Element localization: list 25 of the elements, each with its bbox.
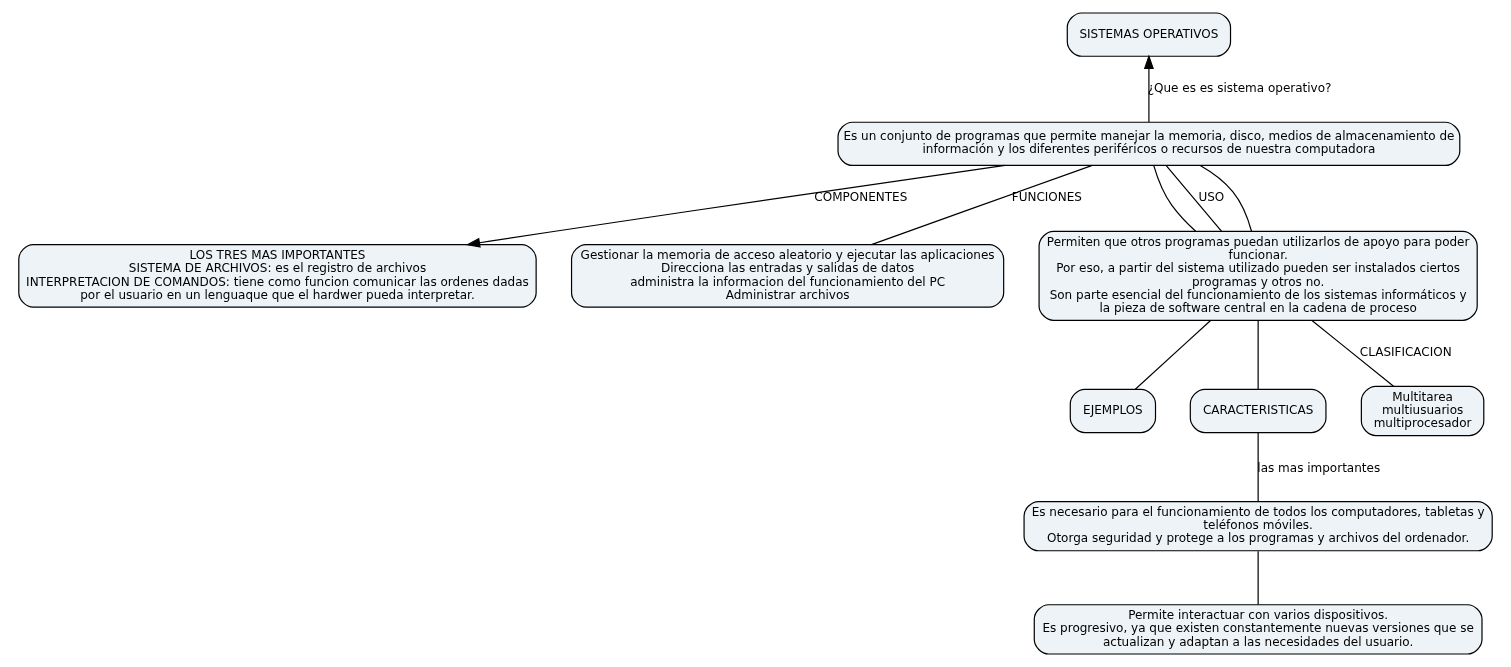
connector — [1257, 319, 1259, 390]
edge-label: USO — [1198, 190, 1225, 205]
connector — [1153, 165, 1197, 232]
connector — [1134, 319, 1212, 390]
node-box: Permiten que otros programas puedan utilizarlos de apoyo para poder funcionar. Por eso, a partir del sistema utilizado pueden ser instalados ciertos programas y otros no. Son parte esencial del funcionamiento de los sistemas informáticos y la pieza de software central en la cadena de proceso — [1038, 230, 1478, 321]
node-box: LOS TRES MAS IMPORTANTES SISTEMA DE ARCHIVOS: es el registro de archivos INTERPRETACION DE COMANDOS: tiene como funcion comunicar las ordenes dadas por el usuario en un lenguaque que el hardwer pueda interpretar. — [18, 244, 537, 308]
node-box: EJEMPLOS — [1069, 388, 1157, 434]
connector — [1199, 164, 1253, 232]
connector — [1257, 550, 1259, 606]
arrow — [465, 164, 1006, 248]
connector — [1311, 319, 1395, 387]
edge-label: FUNCIONES — [1011, 190, 1082, 205]
node-box: Gestionar la memoria de acceso aleatorio y ejecutar las aplicaciones Direcciona las entradas y salidas de datos administra la informacion del funcionamiento del PC Administrar archivos — [570, 244, 1005, 308]
connector — [1257, 432, 1259, 502]
edge-label: COMPONENTES — [814, 190, 908, 205]
edge-label: CLASIFICACION — [1359, 345, 1452, 360]
node-box: Es un conjunto de programas que permite manejar la memoria, disco, medios de almacenamiento de información y los diferentes periféricos o recursos de nuestra computadora — [837, 121, 1461, 167]
connector — [870, 165, 1093, 246]
node-box: CARACTERISTICAS — [1189, 388, 1327, 434]
node-box: Permite interactuar con varios dispositivos. Es progresivo, ya que existen constantemente nuevas versiones que se actualizan y adaptan a las necesidades del usuario. — [1033, 604, 1483, 655]
node-box: Multitarea multiusuarios multiprocesador — [1360, 385, 1485, 437]
node-box: Es necesario para el funcionamiento de todos los computadores, tabletas y teléfonos móviles. Otorga seguridad y protege a los programas y archivos del ordenador. — [1023, 500, 1493, 552]
node-box: SISTEMAS OPERATIVOS — [1066, 12, 1232, 57]
arrow — [1143, 54, 1154, 123]
connector — [1165, 165, 1223, 232]
